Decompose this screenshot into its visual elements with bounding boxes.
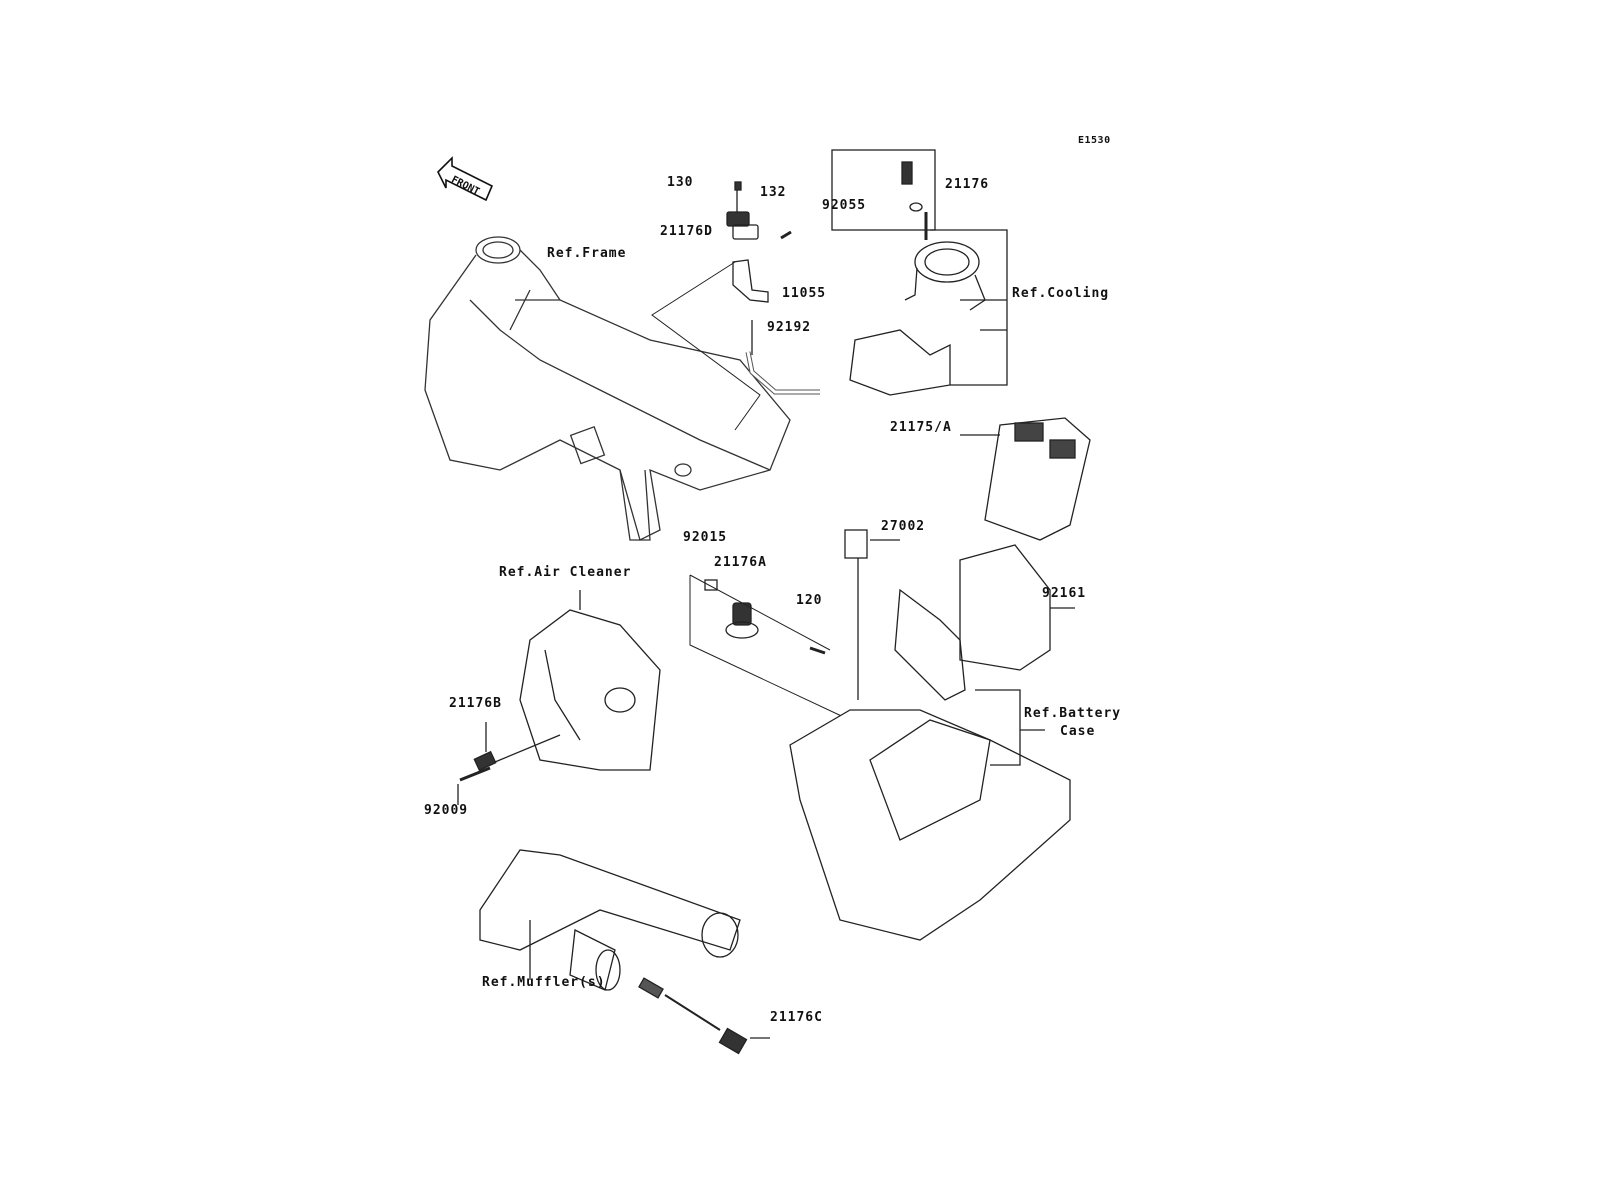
sensor-21176b-part <box>457 722 561 805</box>
ecu-part <box>984 417 1091 541</box>
sensor-21176a-part <box>689 574 851 721</box>
part-label-92055[interactable]: 92055 <box>822 198 867 213</box>
part-label-132[interactable]: 132 <box>760 185 787 200</box>
part-label-21176a[interactable]: 21176A <box>714 555 767 570</box>
part-label-21176c[interactable]: 21176C <box>770 1010 823 1025</box>
callout-box-21176 <box>831 149 936 231</box>
battery-case-part <box>789 689 1071 941</box>
frame-part <box>424 236 791 541</box>
muffler-part <box>479 849 741 991</box>
relay-27002-part <box>844 529 868 559</box>
sensor-21176d-part <box>651 181 820 431</box>
ref-label-battery[interactable]: Ref.Battery <box>1024 706 1122 721</box>
air-cleaner-part <box>519 590 661 771</box>
part-label-27002[interactable]: 27002 <box>881 519 926 534</box>
part-label-92009[interactable]: 92009 <box>424 803 469 818</box>
ref-label-battery-case[interactable]: Case <box>1060 724 1096 739</box>
thermostat-housing-part <box>849 212 1008 396</box>
part-label-11055[interactable]: 11055 <box>782 286 827 301</box>
part-label-21176b[interactable]: 21176B <box>449 696 502 711</box>
part-label-92192[interactable]: 92192 <box>767 320 812 335</box>
ref-label-cooling[interactable]: Ref.Cooling <box>1012 286 1110 301</box>
part-label-21175a[interactable]: 21175/A <box>890 420 952 435</box>
ref-label-muffler[interactable]: Ref.Muffler(s) <box>482 975 606 990</box>
part-label-21176d[interactable]: 21176D <box>660 224 713 239</box>
front-arrow-icon: FRONT <box>437 156 494 202</box>
part-label-92015[interactable]: 92015 <box>683 530 728 545</box>
part-label-92161[interactable]: 92161 <box>1042 586 1087 601</box>
ref-label-air-cleaner[interactable]: Ref.Air Cleaner <box>499 565 632 580</box>
diagram-code: E1530 <box>1078 135 1111 146</box>
part-label-21176[interactable]: 21176 <box>945 177 990 192</box>
ref-label-frame[interactable]: Ref.Frame <box>547 246 627 261</box>
part-label-130[interactable]: 130 <box>667 175 694 190</box>
sensor-21176c-part <box>638 977 770 1055</box>
part-label-120[interactable]: 120 <box>796 593 823 608</box>
bracket-92161-part <box>894 544 1075 701</box>
